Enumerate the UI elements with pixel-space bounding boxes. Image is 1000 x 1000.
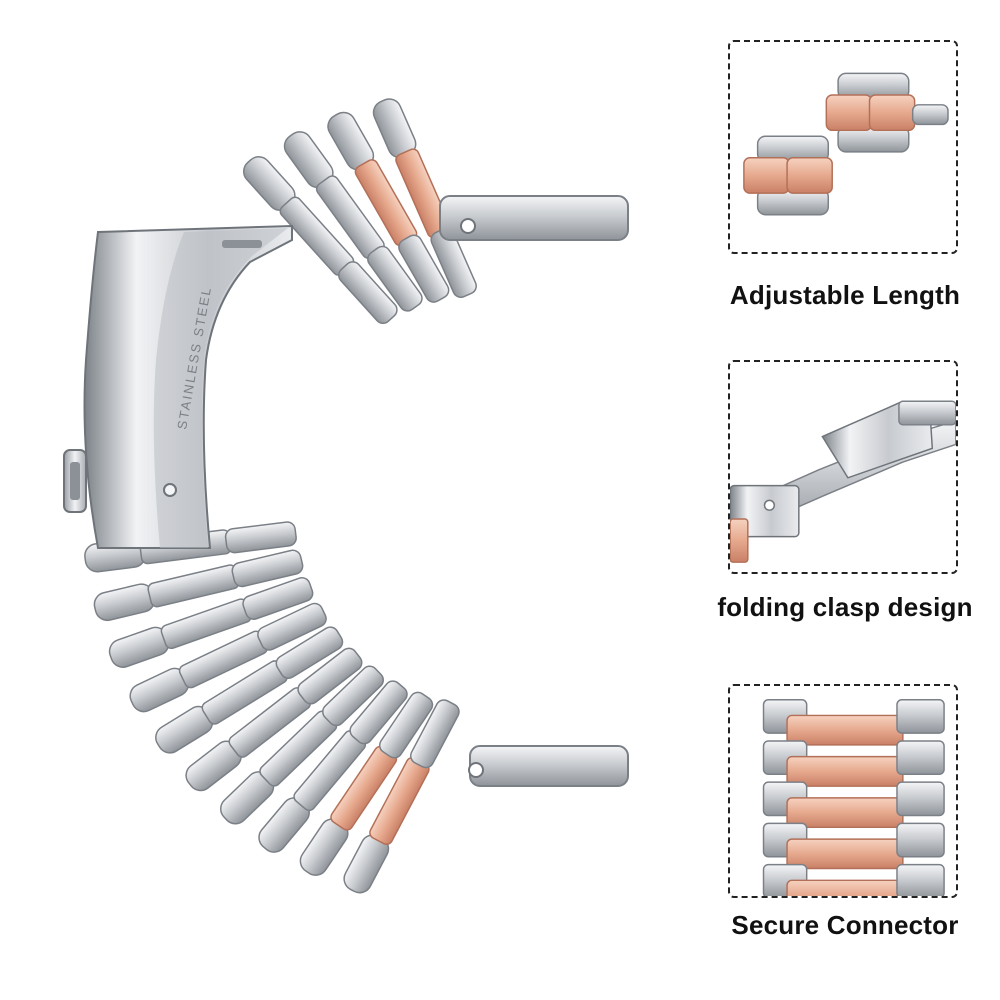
- band-link: [283, 131, 423, 312]
- band-link: [219, 665, 384, 825]
- band-link: [93, 549, 304, 622]
- removable-link-right: [825, 72, 949, 153]
- caption-adjustable-length: Adjustable Length: [729, 280, 961, 310]
- connector-link: [762, 822, 945, 870]
- connector-link: [762, 781, 945, 829]
- caption-secure-connector: Secure Connector: [731, 910, 959, 940]
- band-link: [155, 626, 344, 754]
- top-connector: [439, 195, 629, 241]
- band-link: [185, 647, 363, 792]
- connector-link: [762, 740, 945, 787]
- watch-band-illustration: STAINLESS STEEL: [63, 98, 629, 894]
- band-link: [129, 602, 327, 713]
- band-link: [258, 680, 408, 853]
- bottom-connector: [468, 745, 629, 787]
- band-link: [343, 699, 460, 894]
- band-link: [242, 156, 398, 325]
- band-link: [372, 98, 477, 298]
- band-link: [299, 691, 434, 876]
- folding-clasp-image: [728, 360, 958, 574]
- connector-link: [762, 863, 945, 896]
- band-links: [84, 98, 477, 894]
- folding-clasp: STAINLESS STEEL: [63, 224, 293, 549]
- adjustable-length-image: [728, 40, 958, 254]
- connector-link: [762, 699, 945, 746]
- connector-link-stack: [762, 699, 945, 896]
- band-link: [108, 576, 314, 668]
- caption-folding-clasp: folding clasp design: [717, 592, 973, 622]
- removable-link-left: [743, 135, 833, 216]
- band-link: [327, 111, 450, 303]
- secure-connector-image: [728, 684, 958, 898]
